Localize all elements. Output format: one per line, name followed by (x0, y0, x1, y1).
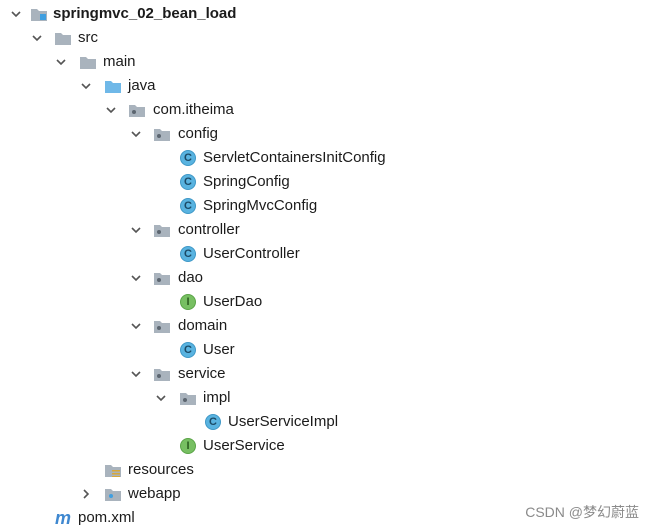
tree-row-webapp[interactable]: webapp (0, 482, 400, 506)
source-folder-icon (104, 77, 122, 95)
tree-row-class[interactable]: C User (0, 338, 420, 362)
chevron-down-icon[interactable] (128, 122, 144, 146)
class-label: User (203, 341, 235, 358)
folder-label-main: main (103, 53, 136, 70)
tree-row-package[interactable]: com.itheima (0, 98, 400, 122)
class-icon: C (179, 197, 197, 215)
package-label-config: config (178, 125, 219, 142)
chevron-down-icon[interactable] (128, 314, 144, 338)
file-label-pom: pom.xml (78, 509, 135, 526)
class-icon: C (179, 245, 197, 263)
package-label: com.itheima (153, 101, 234, 118)
folder-icon (79, 53, 97, 71)
tree-row-class[interactable]: C ServletContainersInitConfig (0, 146, 420, 170)
package-icon (153, 125, 171, 143)
chevron-down-icon[interactable] (128, 266, 144, 290)
interface-label: UserDao (203, 293, 263, 310)
package-icon (179, 389, 197, 407)
package-icon (128, 101, 146, 119)
class-icon: C (179, 149, 197, 167)
watermark: CSDN @梦幻蔚蓝 (525, 504, 639, 520)
chevron-down-icon[interactable] (78, 74, 94, 98)
class-icon: C (179, 341, 197, 359)
folder-label-src: src (78, 29, 98, 46)
package-label-controller: controller (178, 221, 240, 238)
package-icon (153, 269, 171, 287)
module-name: springmvc_02_bean_load (53, 5, 237, 22)
interface-icon: I (179, 293, 197, 311)
package-label-service: service (178, 365, 226, 382)
chevron-down-icon[interactable] (53, 50, 69, 74)
tree-row-class[interactable]: C UserServiceImpl (0, 410, 420, 434)
tree-row-domain[interactable]: domain (0, 314, 400, 338)
class-label: SpringConfig (203, 173, 290, 190)
tree-row-service[interactable]: service (0, 362, 400, 386)
chevron-down-icon[interactable] (128, 362, 144, 386)
tree-row-impl[interactable]: impl (0, 386, 400, 410)
folder-label-resources: resources (128, 461, 194, 478)
class-label: UserServiceImpl (228, 413, 339, 430)
tree-row-root[interactable]: springmvc_02_bean_load (0, 2, 400, 26)
package-label-dao: dao (178, 269, 204, 286)
package-icon (153, 365, 171, 383)
tree-row-class[interactable]: C SpringConfig (0, 170, 420, 194)
resources-folder-icon (104, 461, 122, 479)
package-icon (153, 221, 171, 239)
folder-label-webapp: webapp (128, 485, 181, 502)
tree-row-interface[interactable]: I UserDao (0, 290, 420, 314)
class-label: SpringMvcConfig (203, 197, 318, 214)
class-icon: C (179, 173, 197, 191)
web-folder-icon (104, 485, 122, 503)
tree-row-class[interactable]: C UserController (0, 242, 420, 266)
package-label-impl: impl (203, 389, 231, 406)
tree-row-pom[interactable]: m pom.xml (0, 506, 400, 530)
tree-row-resources[interactable]: resources (0, 458, 400, 482)
folder-icon (54, 29, 72, 47)
interface-label: UserService (203, 437, 285, 454)
chevron-right-icon[interactable] (78, 482, 94, 506)
tree-row-controller[interactable]: controller (0, 218, 400, 242)
module-folder-icon (30, 5, 48, 23)
tree-row-src[interactable]: src (0, 26, 400, 50)
chevron-down-icon[interactable] (8, 2, 24, 26)
chevron-down-icon[interactable] (128, 218, 144, 242)
chevron-down-icon[interactable] (103, 98, 119, 122)
package-label-domain: domain (178, 317, 228, 334)
class-icon: C (204, 413, 222, 431)
tree-row-java[interactable]: java (0, 74, 400, 98)
tree-row-dao[interactable]: dao (0, 266, 400, 290)
interface-icon: I (179, 437, 197, 455)
tree-row-main[interactable]: main (0, 50, 400, 74)
chevron-down-icon[interactable] (29, 26, 45, 50)
tree-row-interface[interactable]: I UserService (0, 434, 420, 458)
maven-icon: m (54, 508, 71, 528)
chevron-down-icon[interactable] (153, 386, 169, 410)
package-icon (153, 317, 171, 335)
folder-label-java: java (128, 77, 156, 94)
class-label: ServletContainersInitConfig (203, 149, 386, 166)
class-label: UserController (203, 245, 300, 262)
tree-row-config[interactable]: config (0, 122, 400, 146)
tree-row-class[interactable]: C SpringMvcConfig (0, 194, 420, 218)
